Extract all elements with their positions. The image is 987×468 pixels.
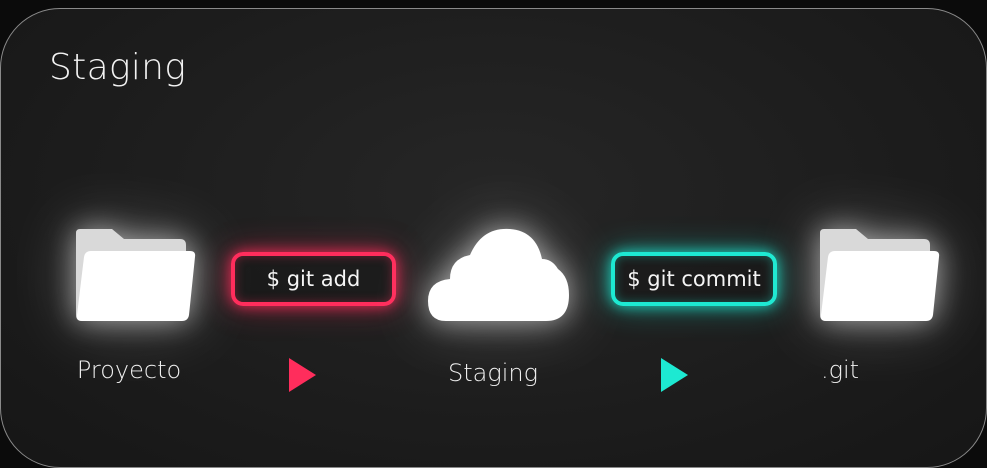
git-add-command: $ git add [231, 252, 396, 306]
git-label: .git [820, 356, 860, 384]
git-folder-icon [816, 225, 941, 325]
play-arrow-icon [661, 358, 688, 392]
staging-label: Staging [447, 359, 539, 387]
proyecto-label: Proyecto [76, 356, 182, 384]
play-arrow-icon [289, 358, 316, 392]
diagram-title: Staging [49, 47, 187, 88]
cloud-icon [426, 225, 571, 323]
proyecto-folder-icon [72, 225, 197, 325]
git-commit-command: $ git commit [611, 252, 777, 306]
